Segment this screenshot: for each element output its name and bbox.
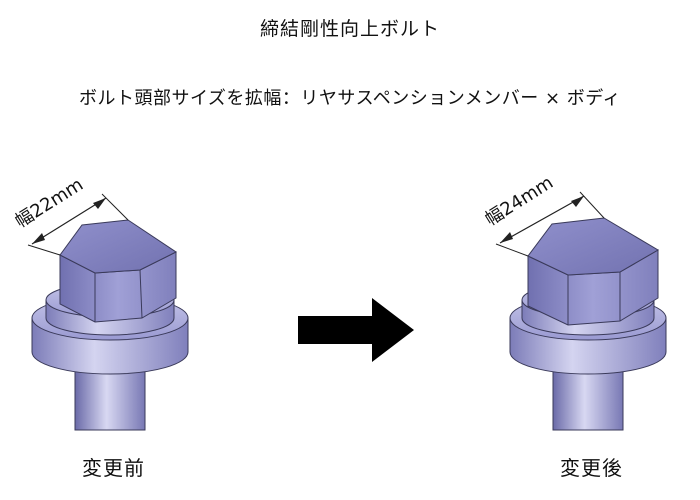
before-caption: 変更前 xyxy=(82,456,145,480)
change-arrow xyxy=(298,298,414,362)
width-label-after: 幅24mm xyxy=(482,172,558,230)
page-title: 締結剛性向上ボルト xyxy=(259,18,440,40)
after-caption: 変更後 xyxy=(560,456,623,480)
bolt-before: 幅22mm xyxy=(12,174,189,431)
width-label-before: 幅22mm xyxy=(12,174,88,232)
bolt-after: 幅24mm xyxy=(482,172,667,431)
page-subtitle: ボルト頭部サイズを拡幅：リヤサスペンションメンバー × ボディ xyxy=(78,88,622,109)
